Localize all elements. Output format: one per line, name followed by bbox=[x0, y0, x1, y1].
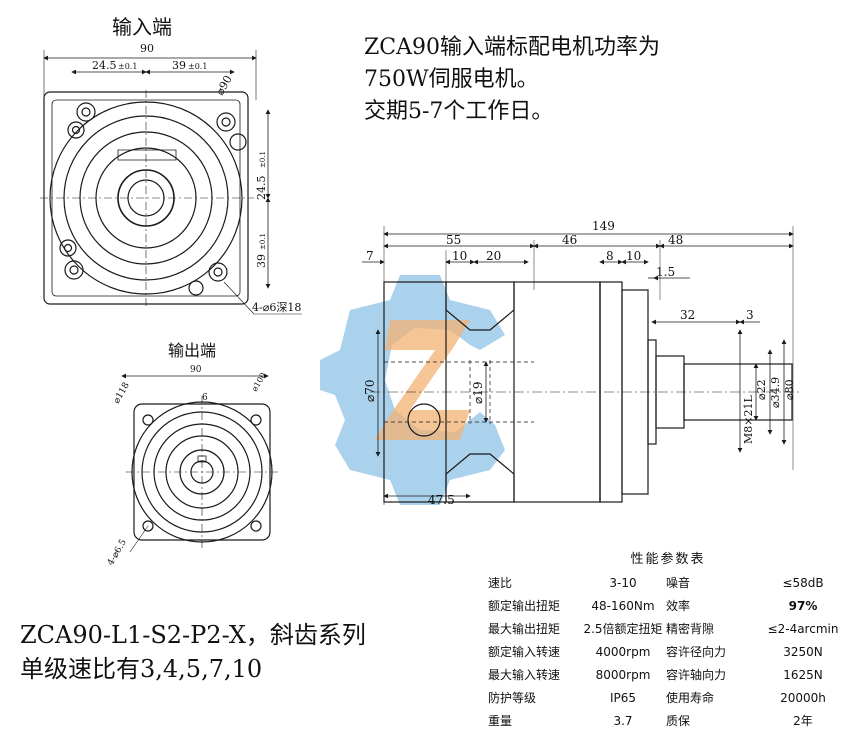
spec-value: 2年 bbox=[793, 714, 813, 728]
spec-value: 4000rpm bbox=[595, 644, 651, 659]
spec-key: 效率 bbox=[666, 599, 691, 613]
output-circle2-dim: ⌀100 bbox=[250, 371, 268, 393]
spec-key: 噪音 bbox=[666, 576, 691, 590]
input-view-title: 输入端 bbox=[112, 15, 172, 39]
output-width-dim: 90 bbox=[190, 365, 202, 375]
side-dim-7: 7 bbox=[366, 249, 374, 263]
input-dim-v-24-5-tol: ±0.1 bbox=[259, 151, 267, 168]
input-holes-note: 4-⌀6深18 bbox=[252, 301, 301, 314]
model-line-2: 单级速比有3,4,5,7,10 bbox=[20, 655, 263, 683]
side-dim-20: 20 bbox=[486, 249, 501, 263]
input-dim-v-39: 39 bbox=[255, 254, 268, 268]
output-key-dim: 6 bbox=[202, 393, 208, 403]
input-circle-dim: ⌀90 bbox=[213, 73, 235, 97]
output-holes-note: 4-⌀6.5 bbox=[106, 538, 129, 568]
output-circle1-dim: ⌀118 bbox=[112, 381, 132, 406]
spec-value: 97% bbox=[788, 598, 818, 613]
delivery-note: ZCA90输入端标配电机功率为 750W伺服电机。 交期5-7个工作日。 bbox=[364, 32, 660, 128]
model-description: ZCA90-L1-S2-P2-X，斜齿系列 单级速比有3,4,5,7,10 bbox=[20, 618, 366, 686]
spec-key: 额定输入转速 bbox=[488, 645, 561, 659]
side-dim-47-5: 47.5 bbox=[428, 493, 455, 507]
side-phi34-9-dim: ⌀34.9 bbox=[769, 377, 782, 408]
spec-rows: 速比 3-10 噪音 ≤58dB 额定输出扭矩 48-160Nm 效率 97% 最大输出扭矩 2.… bbox=[488, 571, 848, 732]
input-width-dim: 90 bbox=[140, 42, 154, 55]
spec-key: 速比 bbox=[488, 576, 513, 590]
spec-value: 8000rpm bbox=[595, 667, 651, 682]
side-dim-46: 46 bbox=[562, 233, 577, 247]
spec-value: 1625N bbox=[783, 667, 823, 682]
note-line-1: ZCA90输入端标配电机功率为 bbox=[364, 35, 661, 60]
input-dim-v-24-5: 24.5 bbox=[255, 176, 268, 201]
side-phi22-dim: ⌀22 bbox=[755, 379, 768, 400]
spec-row: 额定输入转速 4000rpm 容许径向力 3250N bbox=[488, 640, 848, 663]
spec-value: 3.7 bbox=[613, 713, 633, 728]
spec-value: ≤58dB bbox=[782, 575, 824, 590]
input-end-view: 输入端 90 24.5 ±0.1 39 ±0.1 ⌀90 bbox=[40, 15, 302, 315]
spec-key: 额定输出扭矩 bbox=[488, 599, 561, 613]
input-dim-24-5: 24.5 bbox=[92, 59, 117, 72]
spec-value: 2.5倍额定扭矩 bbox=[583, 622, 663, 636]
side-thread-dim: M8×21L bbox=[742, 395, 755, 444]
spec-row: 最大输出扭矩 2.5倍额定扭矩精密背隙 ≤2-4arcmin bbox=[488, 617, 848, 640]
side-dim-149: 149 bbox=[592, 219, 615, 233]
spec-row: 最大输入转速 8000rpm 容许轴向力 1625N bbox=[488, 663, 848, 686]
side-dim-1-5: 1.5 bbox=[656, 265, 675, 279]
spec-table: 性能参数表 速比 3-10 噪音 ≤58dB 额定输出扭矩 48-160Nm 效率 97% 最大… bbox=[488, 548, 848, 732]
input-dim-v-39-tol: ±0.1 bbox=[259, 233, 267, 250]
spec-value: 20000h bbox=[780, 690, 826, 705]
output-view-title: 输出端 bbox=[168, 341, 216, 360]
side-dim-10a: 10 bbox=[452, 249, 467, 263]
spec-key: 使用寿命 bbox=[666, 691, 715, 705]
side-dim-48: 48 bbox=[668, 233, 683, 247]
input-dim-39: 39 bbox=[172, 59, 186, 72]
spec-table-title: 性能参数表 bbox=[630, 552, 706, 567]
side-view: 149 55 46 48 7 10 20 8 10 1.5 bbox=[362, 219, 800, 507]
spec-value: IP65 bbox=[609, 690, 637, 705]
side-dim-10b: 10 bbox=[626, 249, 641, 263]
spec-key: 最大输出扭矩 bbox=[488, 622, 561, 636]
spec-key: 最大输入转速 bbox=[488, 668, 561, 682]
note-line-3: 交期5-7个工作日。 bbox=[364, 99, 554, 124]
input-dim-24-5-tol: ±0.1 bbox=[118, 62, 137, 71]
output-end-view: 输出端 90 ⌀118 ⌀100 6 4-⌀6.5 bbox=[106, 341, 278, 568]
side-dim-8: 8 bbox=[606, 249, 614, 263]
spec-row: 额定输出扭矩 48-160Nm 效率 97% bbox=[488, 594, 848, 617]
side-phi80-dim: ⌀80 bbox=[783, 379, 796, 400]
spec-row: 重量 3.7 质保 2年 bbox=[488, 709, 848, 732]
spec-value: 3-10 bbox=[609, 575, 637, 590]
spec-key: 重量 bbox=[488, 714, 513, 728]
input-dim-39-tol: ±0.1 bbox=[188, 62, 207, 71]
side-dim-32: 32 bbox=[680, 308, 695, 322]
note-line-2: 750W伺服电机。 bbox=[364, 67, 539, 92]
spec-value: ≤2-4arcmin bbox=[767, 621, 839, 636]
spec-key: 容许径向力 bbox=[666, 645, 727, 659]
side-dim-55: 55 bbox=[446, 233, 461, 247]
spec-row: 速比 3-10 噪音 ≤58dB bbox=[488, 571, 848, 594]
spec-key: 质保 bbox=[666, 714, 691, 728]
side-phi70-dim: ⌀70 bbox=[363, 380, 377, 403]
model-line-1: ZCA90-L1-S2-P2-X，斜齿系列 bbox=[20, 621, 366, 649]
spec-value: 48-160Nm bbox=[591, 598, 655, 613]
spec-row: 防护等级 IP65 使用寿命 20000h bbox=[488, 686, 848, 709]
side-dim-3: 3 bbox=[746, 308, 754, 322]
spec-key: 精密背隙 bbox=[666, 622, 715, 636]
spec-key: 容许轴向力 bbox=[666, 668, 727, 682]
side-phi19-dim: ⌀19 bbox=[471, 382, 485, 405]
spec-value: 3250N bbox=[783, 644, 823, 659]
spec-key: 防护等级 bbox=[488, 691, 537, 705]
